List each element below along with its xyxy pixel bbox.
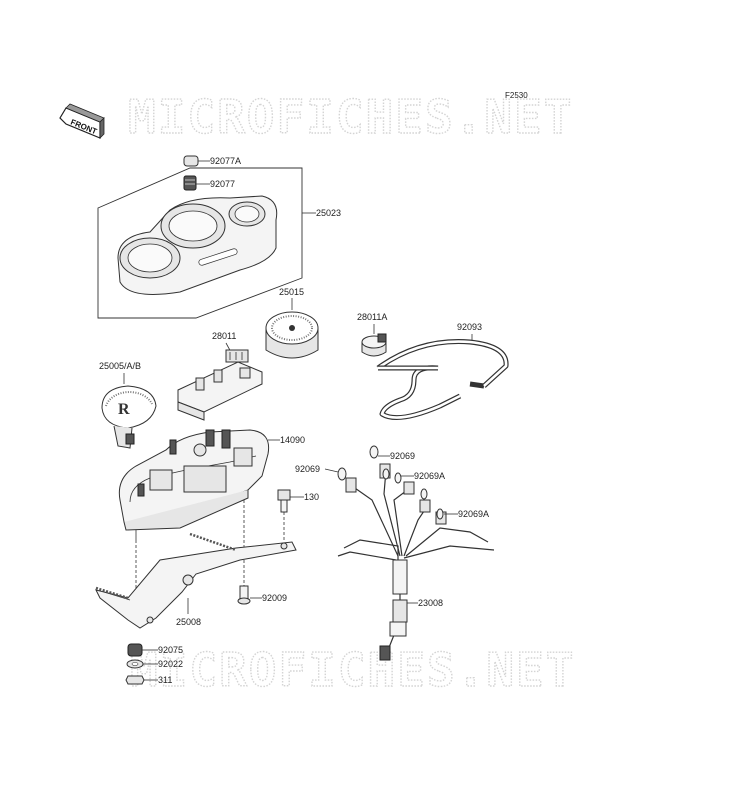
label-92009: 92009	[262, 593, 287, 603]
label-92022: 92022	[158, 659, 183, 669]
bulb-92069-left: 92069	[295, 464, 339, 474]
watermark-bottom: MICROFICHES.NET	[130, 643, 575, 697]
bulb-92069a-lower: 92069A	[444, 509, 489, 519]
wire-harness-23008: 23008	[337, 445, 495, 661]
nut-311: 311	[125, 675, 172, 685]
label-25008: 25008	[176, 617, 201, 627]
bulb-92069a-upper: 92069A	[401, 471, 445, 481]
bulb-92069-top: 92069	[378, 451, 415, 461]
label-25015: 25015	[279, 287, 304, 297]
cap-nut-92077a: 92077A	[183, 155, 241, 167]
label-92069-top: 92069	[390, 451, 415, 461]
bolt-130: 130	[277, 489, 319, 542]
washer-92022: 92022	[126, 659, 183, 669]
screw-92009: 92009	[237, 585, 287, 605]
bulb-socket-28011a: 28011A	[357, 312, 387, 357]
svg-text:R: R	[118, 401, 130, 418]
label-28011a: 28011A	[357, 312, 387, 322]
light-guide-92093: 92093	[376, 322, 509, 421]
label-311: 311	[158, 675, 172, 685]
watermark-top: MICROFICHES.NET	[128, 90, 573, 144]
label-92077: 92077	[210, 179, 235, 189]
label-92069-left: 92069	[295, 464, 320, 474]
tachometer-25005: 25005/A/B R	[99, 361, 157, 449]
bracket-25008: 25008	[95, 532, 297, 629]
label-23008: 23008	[418, 598, 443, 608]
label-92069a-upper: 92069A	[414, 471, 445, 481]
meter-cover-25023: 25023	[97, 167, 341, 319]
label-130: 130	[304, 492, 319, 502]
label-92093: 92093	[457, 322, 482, 332]
grommet-92075: 92075	[127, 643, 183, 657]
spring-92077: 92077	[183, 175, 235, 191]
label-28011: 28011	[212, 331, 236, 341]
label-25005: 25005/A/B	[99, 361, 141, 371]
label-92069a-lower: 92069A	[458, 509, 489, 519]
label-14090: 14090	[280, 435, 305, 445]
bracket-28011: 28011	[177, 331, 263, 421]
diagram-code: F2530	[505, 91, 528, 100]
meter-case-14090: 14090	[118, 429, 305, 600]
socket-92069-left	[345, 477, 357, 493]
front-arrow-icon: FRONT	[59, 103, 105, 139]
label-92075: 92075	[158, 645, 183, 655]
label-25023: 25023	[316, 208, 341, 218]
gauge-25015: 25015	[265, 287, 319, 359]
label-92077a: 92077A	[210, 156, 241, 166]
